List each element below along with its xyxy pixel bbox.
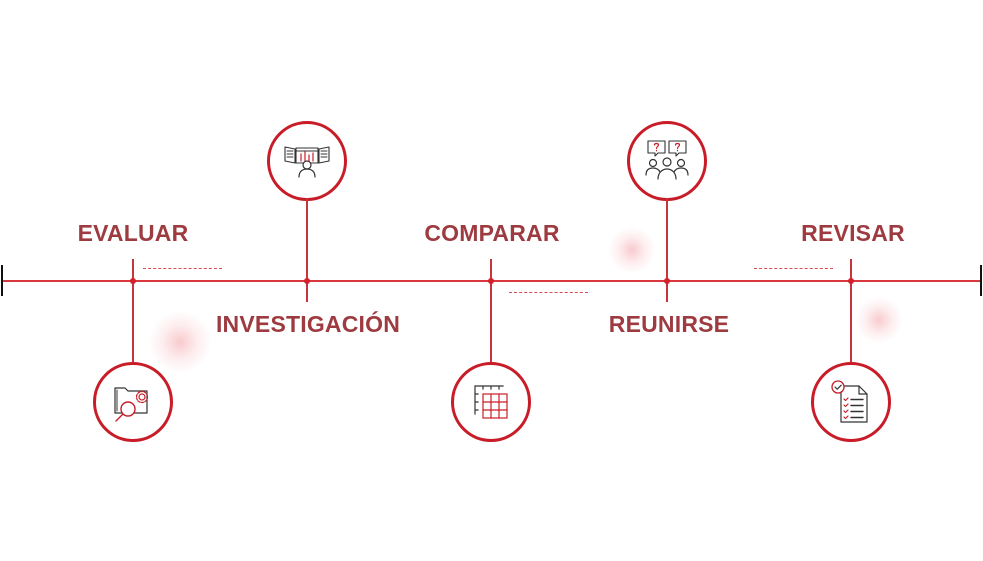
step-marker [664, 278, 670, 284]
step-icon-badge [627, 121, 707, 201]
step-marker [488, 278, 494, 284]
step-icon-badge [267, 121, 347, 201]
step-icon-badge [811, 362, 891, 442]
table-grid-compare-icon [474, 385, 508, 419]
step-marker [848, 278, 854, 284]
timeline-start-cap [1, 265, 3, 296]
timeline-end-cap [980, 265, 982, 296]
step-label: REVISAR [801, 220, 905, 246]
step-label: REUNIRSE [608, 311, 730, 337]
folder-search-gear-icon [114, 387, 149, 422]
group-meeting-questions-icon [645, 140, 689, 180]
step-connector [306, 198, 308, 302]
decorative-glow [608, 226, 656, 274]
checklist-document-icon [831, 380, 868, 423]
dashed-accent [143, 268, 222, 269]
step-label: INVESTIGACIÓN [215, 311, 401, 337]
dashed-accent [754, 268, 833, 269]
step-label: COMPARAR [424, 220, 560, 246]
step-icon-badge [451, 362, 531, 442]
decorative-glow [855, 296, 903, 344]
step-icon-badge [93, 362, 173, 442]
step-connector [666, 198, 668, 302]
decorative-glow [148, 310, 212, 374]
step-marker [304, 278, 310, 284]
step-label: EVALUAR [77, 220, 189, 246]
step-connector [132, 259, 134, 363]
person-research-screens-icon [284, 146, 330, 178]
step-marker [130, 278, 136, 284]
step-connector [490, 259, 492, 363]
dashed-accent [509, 292, 588, 293]
step-connector [850, 259, 852, 363]
